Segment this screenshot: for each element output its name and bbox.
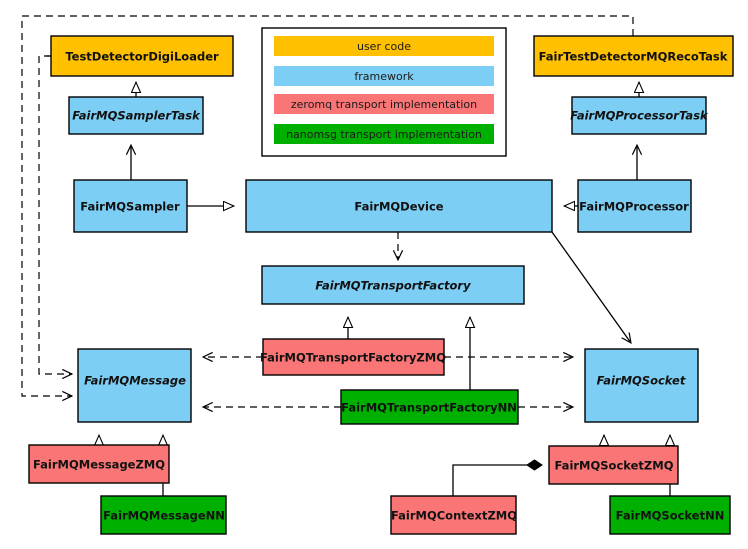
node-label: FairMQProcessor — [579, 200, 689, 214]
legend-item-label: framework — [354, 70, 414, 83]
node-label: FairMQTransportFactory — [315, 279, 471, 293]
node-label: FairMQContextZMQ — [391, 509, 517, 523]
node-fairmqsocketzmq[interactable]: FairMQSocketZMQ — [548, 445, 679, 485]
node-label: FairMQTransportFactoryZMQ — [260, 351, 446, 365]
node-label: FairMQSocket — [597, 374, 686, 388]
legend-item-label: nanomsg transport implementation — [286, 128, 482, 141]
legend-item-label: zeromq transport implementation — [291, 98, 477, 111]
edge-device-socket — [551, 231, 631, 343]
node-fairmqcontextzmq[interactable]: FairMQContextZMQ — [390, 495, 517, 535]
edge-socketzmq-contextzmq — [452, 465, 542, 496]
node-fairmqmessage[interactable]: FairMQMessage — [77, 348, 192, 423]
node-fairmqsocketnn[interactable]: FairMQSocketNN — [609, 495, 731, 535]
node-label: FairTestDetectorMQRecoTask — [539, 50, 728, 64]
node-label: FairMQTransportFactoryNN — [341, 401, 517, 415]
node-fairmqtransportfactorynn[interactable]: FairMQTransportFactoryNN — [340, 389, 519, 425]
node-label: FairMQProcessorTask — [570, 109, 709, 123]
node-fairmqdevice[interactable]: FairMQDevice — [245, 179, 553, 233]
node-label: FairMQSampler — [80, 200, 180, 214]
legend-layer: user code framework zeromq transport imp… — [261, 27, 507, 157]
legend-item-zeromq: zeromq transport implementation — [274, 94, 494, 114]
edge-digiloader-message-path — [38, 55, 72, 374]
node-fairmqprocessor[interactable]: FairMQProcessor — [577, 179, 692, 233]
node-label: FairMQSocketZMQ — [555, 459, 674, 473]
node-label: TestDetectorDigiLoader — [65, 50, 219, 64]
node-label: FairMQMessageNN — [103, 509, 225, 523]
legend-item-label: user code — [357, 40, 411, 53]
node-label: FairMQSamplerTask — [72, 109, 201, 123]
node-fairmqtransportfactoryzmq[interactable]: FairMQTransportFactoryZMQ — [260, 338, 446, 376]
legend-item-nanomsg: nanomsg transport implementation — [274, 124, 494, 144]
node-fairmqsamplertask[interactable]: FairMQSamplerTask — [68, 96, 204, 135]
node-fairmqprocessortask[interactable]: FairMQProcessorTask — [570, 96, 709, 135]
node-label: FairMQDevice — [354, 200, 443, 214]
node-testdetectordigiloader[interactable]: TestDetectorDigiLoader — [50, 35, 234, 77]
edge-layer — [21, 15, 670, 496]
node-fairmqsocket[interactable]: FairMQSocket — [584, 348, 699, 423]
node-fairmqmessagezmq[interactable]: FairMQMessageZMQ — [28, 444, 170, 484]
legend-item-framework: framework — [274, 66, 494, 86]
node-layer: TestDetectorDigiLoader FairTestDetectorM… — [28, 35, 734, 535]
edge-recotask-message — [21, 15, 634, 396]
node-label: FairMQSocketNN — [616, 509, 725, 523]
node-label: FairMQMessageZMQ — [33, 458, 165, 472]
node-fairmqsampler[interactable]: FairMQSampler — [73, 179, 188, 233]
node-fairmqmessagenn[interactable]: FairMQMessageNN — [100, 495, 227, 535]
node-fairtestdetectormqrecotask[interactable]: FairTestDetectorMQRecoTask — [533, 35, 734, 77]
node-fairmqtransportfactory[interactable]: FairMQTransportFactory — [261, 265, 525, 305]
node-label: FairMQMessage — [84, 374, 186, 388]
legend-item-user-code: user code — [274, 36, 494, 56]
